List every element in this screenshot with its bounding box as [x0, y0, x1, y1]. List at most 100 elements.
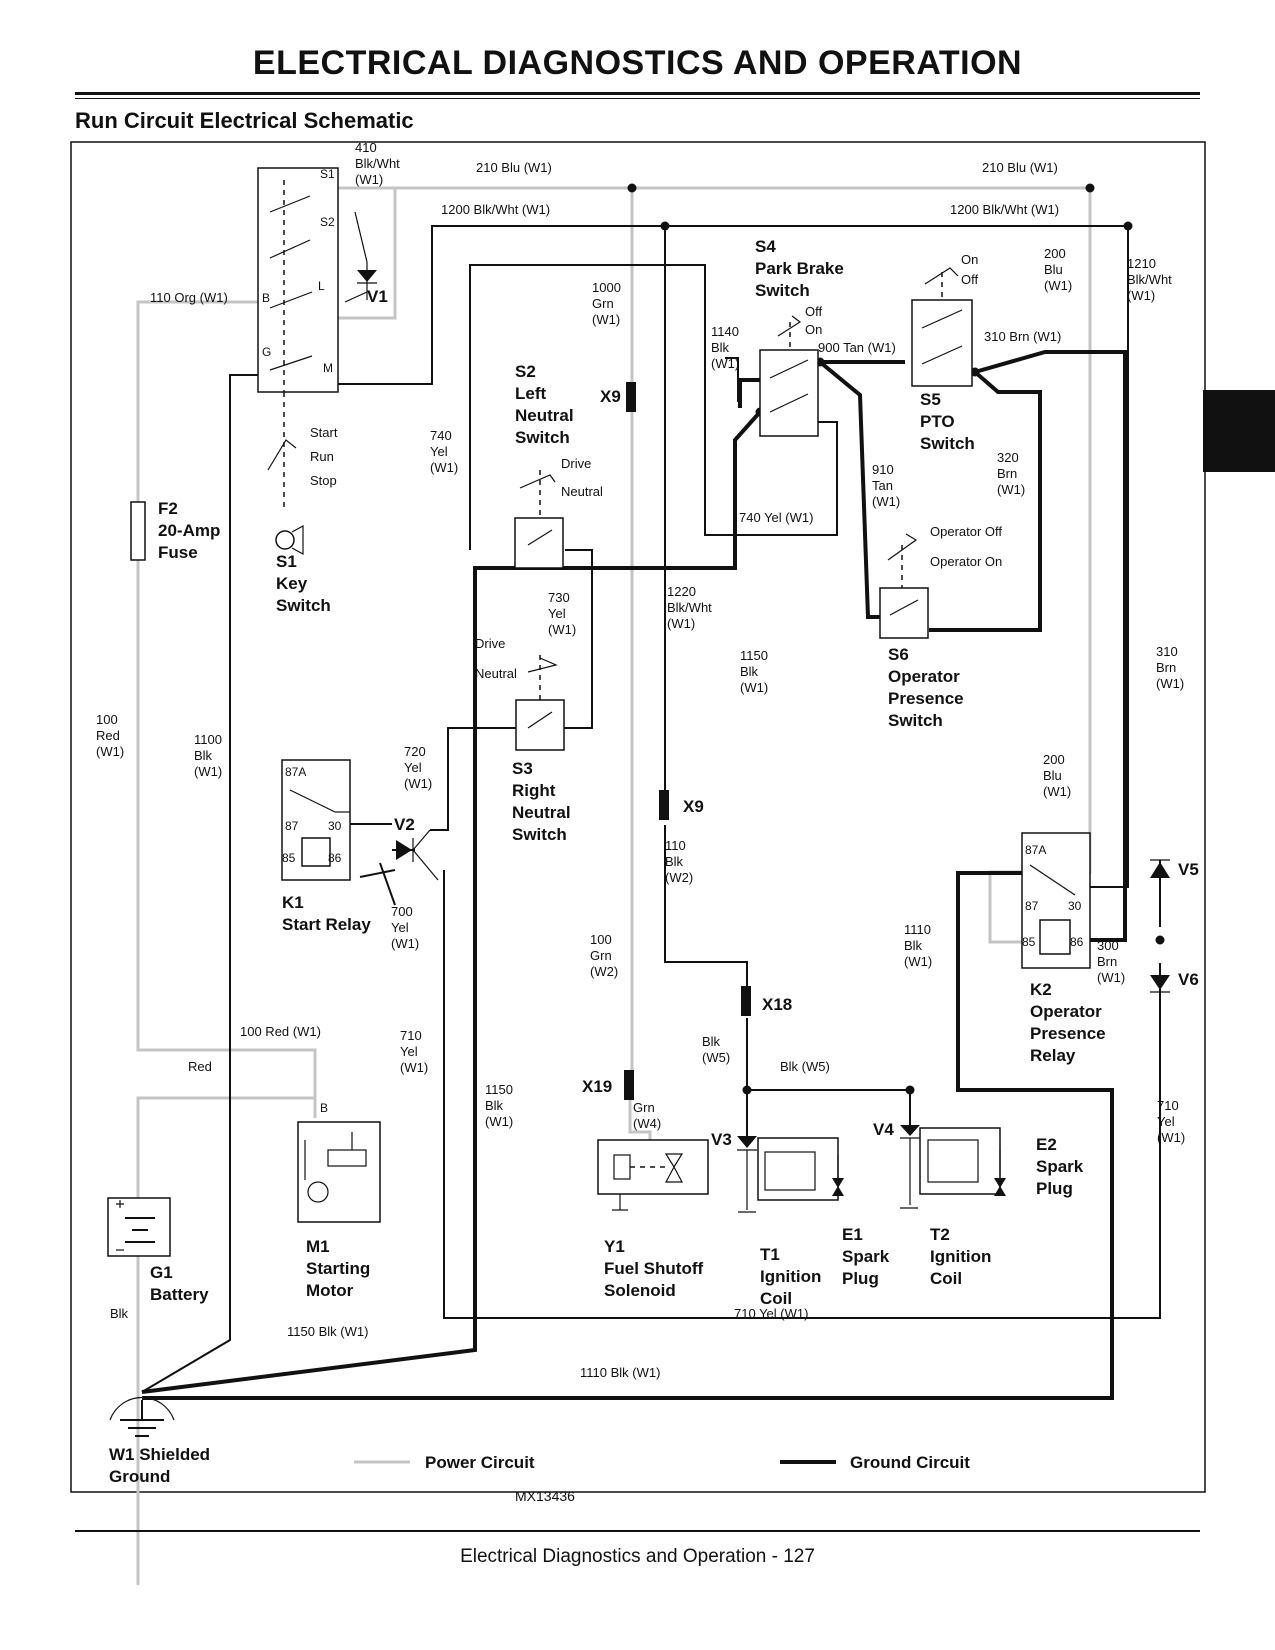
left-neutral-switch-s2 [514, 470, 564, 569]
battery-g1 [107, 1197, 171, 1257]
component-label-v5: V5 [1178, 860, 1199, 879]
wire-label-w100c: 100 Red (W1) [240, 1024, 321, 1039]
component-label-v1: V1 [367, 287, 388, 306]
key-switch-s1 [257, 167, 339, 556]
component-label-x19: X19 [582, 1077, 612, 1096]
park-brake-switch-s4 [759, 315, 819, 437]
component-label-v6: V6 [1178, 970, 1199, 989]
wire-label-w900: 900 Tan (W1) [818, 340, 896, 355]
terminal-k2-86: 86 [1070, 935, 1084, 949]
wire-label-w210a: 210 Blu (W1) [476, 160, 552, 175]
start-relay-k1 [281, 759, 392, 881]
terminal-k2-87a: 87A [1025, 843, 1046, 857]
terminal-k2-85: 85 [1022, 935, 1036, 949]
pto-switch-s5 [911, 267, 973, 387]
terminal-key-b: B [262, 291, 270, 305]
section-tab-marker [1203, 390, 1275, 472]
diode-v2 [392, 829, 439, 881]
terminal-key-l: L [318, 279, 325, 293]
wire-label-wblk: Blk [110, 1306, 129, 1321]
terminal-k2-30: 30 [1068, 899, 1082, 913]
component-label-x18: X18 [762, 995, 792, 1014]
starting-motor-m1 [297, 1121, 381, 1223]
connector-x9-mid [659, 790, 669, 820]
wire-label-w210b: 210 Blu (W1) [982, 160, 1058, 175]
control-wires [141, 225, 1161, 1393]
component-label-v3: V3 [711, 1130, 732, 1149]
ground-wires [141, 350, 1127, 1400]
component-label-v4: V4 [873, 1120, 894, 1139]
header-rule-thin [75, 98, 1200, 99]
fuel-shutoff-solenoid-y1 [597, 1139, 709, 1211]
legend-ground: Ground Circuit [850, 1453, 970, 1472]
terminal-key-s1: S1 [320, 167, 335, 181]
figure-id: MX13436 [515, 1488, 575, 1504]
wire-label-w1200a: 1200 Blk/Wht (W1) [441, 202, 550, 217]
spark-plug-e1 [832, 1178, 844, 1196]
wire-label-w710c: 710 Yel (W1) [734, 1306, 808, 1321]
diode-v6 [1150, 975, 1170, 993]
terminal-k2-87: 87 [1025, 899, 1039, 913]
shielded-ground-w1 [109, 1396, 175, 1437]
terminal-key-g: G [262, 345, 271, 359]
terminal-key-s2: S2 [320, 215, 335, 229]
fuse-f2 [130, 501, 146, 561]
wire-label-wblk5b: Blk (W5) [780, 1059, 830, 1074]
wire-label-wgrn4: Grn(W4) [633, 1100, 661, 1131]
component-label-x9a: X9 [600, 387, 621, 406]
terminal-k1-85: 85 [282, 851, 296, 865]
junction-dots [627, 183, 1165, 1095]
wire-label-w1150c: 1150 Blk (W1) [287, 1324, 368, 1339]
section-title: Run Circuit Electrical Schematic [75, 108, 414, 133]
page-title: ELECTRICAL DIAGNOSTICS AND OPERATION [252, 44, 1023, 82]
wire-label-w1200b: 1200 Blk/Wht (W1) [950, 202, 1059, 217]
terminal-key-m: M [323, 361, 333, 375]
wire-label-w740b: 740 Yel (W1) [739, 510, 813, 525]
wire-label-wred: Red [188, 1059, 212, 1074]
header-rule [75, 92, 1200, 95]
connector-x9-top [626, 382, 636, 412]
right-neutral-switch-s3 [515, 655, 565, 751]
terminal-k1-87: 87 [285, 819, 299, 833]
page-footer: Electrical Diagnostics and Operation - 1… [460, 1546, 815, 1567]
diagram-frame [70, 141, 1206, 1493]
component-label-x9b: X9 [683, 797, 704, 816]
